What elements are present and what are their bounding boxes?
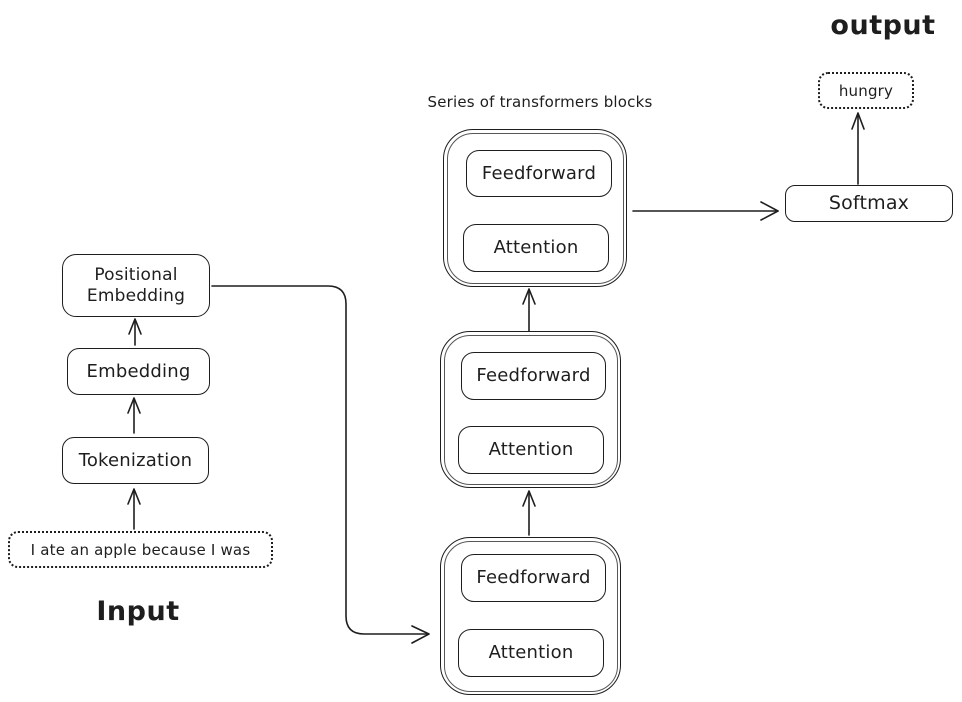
arrow-block3-to-block2 xyxy=(522,490,536,536)
transformer-block-2: Feedforward Attention xyxy=(440,331,621,488)
attention-box: Attention xyxy=(458,629,604,677)
arrow-softmax-to-prediction xyxy=(851,112,865,185)
transformers-caption: Series of transformers blocks xyxy=(427,93,653,111)
transformer-block-3: Feedforward Attention xyxy=(440,537,621,695)
arrow-positional-to-block3 xyxy=(211,285,430,644)
arrow-embedding-to-positional xyxy=(128,318,142,346)
attention-box: Attention xyxy=(458,426,604,474)
embedding-box: Embedding xyxy=(67,348,210,395)
positional-embedding-box: Positional Embedding xyxy=(62,254,210,317)
input-heading: Input xyxy=(96,596,180,627)
arrow-sentence-to-tokenization xyxy=(127,488,141,530)
output-heading: output xyxy=(830,10,936,41)
feedforward-box: Feedforward xyxy=(466,150,612,197)
prediction-box: hungry xyxy=(818,72,914,109)
transformer-block-1: Feedforward Attention xyxy=(443,129,627,287)
softmax-box: Softmax xyxy=(785,185,953,222)
arrow-block1-to-softmax xyxy=(632,201,779,221)
input-sentence-box: I ate an apple because I was xyxy=(8,531,273,568)
attention-box: Attention xyxy=(463,224,609,272)
feedforward-box: Feedforward xyxy=(461,352,606,400)
tokenization-box: Tokenization xyxy=(62,437,209,484)
feedforward-box: Feedforward xyxy=(461,554,606,602)
arrow-tokenization-to-embedding xyxy=(127,397,141,434)
